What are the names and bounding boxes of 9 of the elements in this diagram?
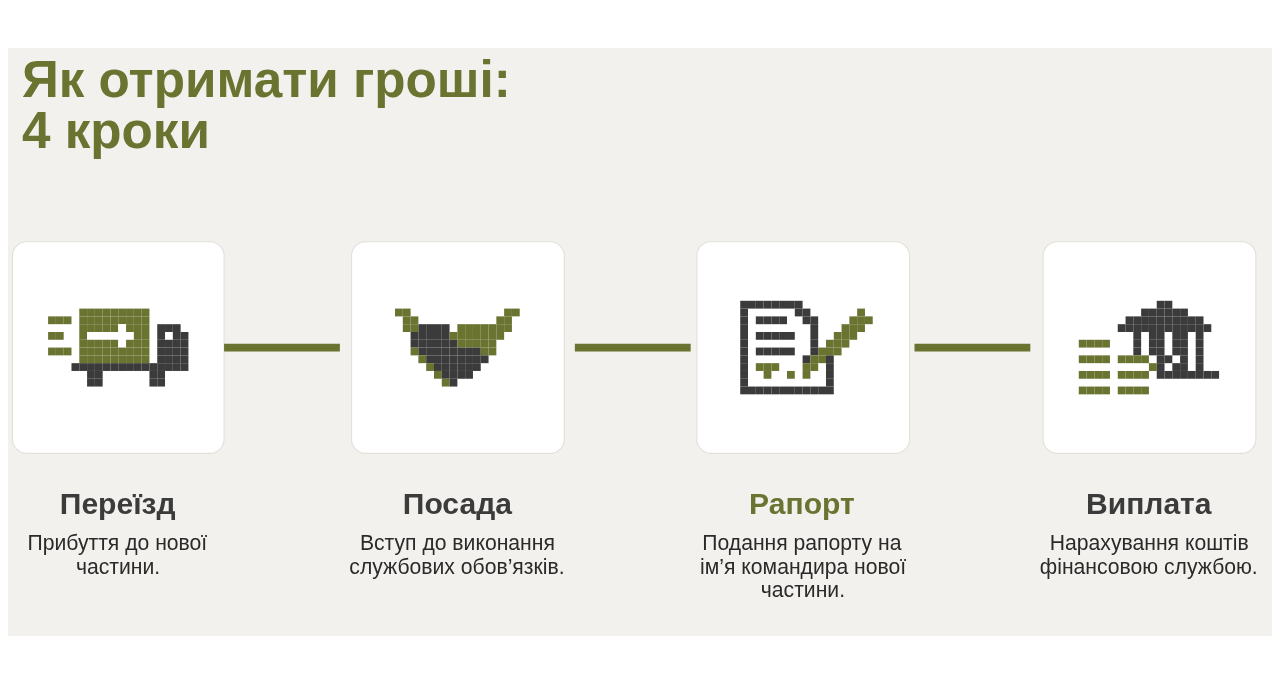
node-label: Нарахування коштів фінансовою службою. <box>1039 531 1258 578</box>
node-label: Вступ до виконання службових обов’язків. <box>349 531 565 578</box>
node-label: Рапорт <box>749 487 855 521</box>
node-label: Виплата <box>1086 487 1212 521</box>
diagram-title: Як отримати гроші: 4 кроки <box>21 50 511 159</box>
node-label: Переїзд <box>59 487 176 521</box>
node-label: Подання рапорту на ім’я командира нової частини. <box>700 531 907 602</box>
node-label: Прибуття до нової частини. <box>27 531 208 578</box>
node-label: Посада <box>402 487 512 521</box>
